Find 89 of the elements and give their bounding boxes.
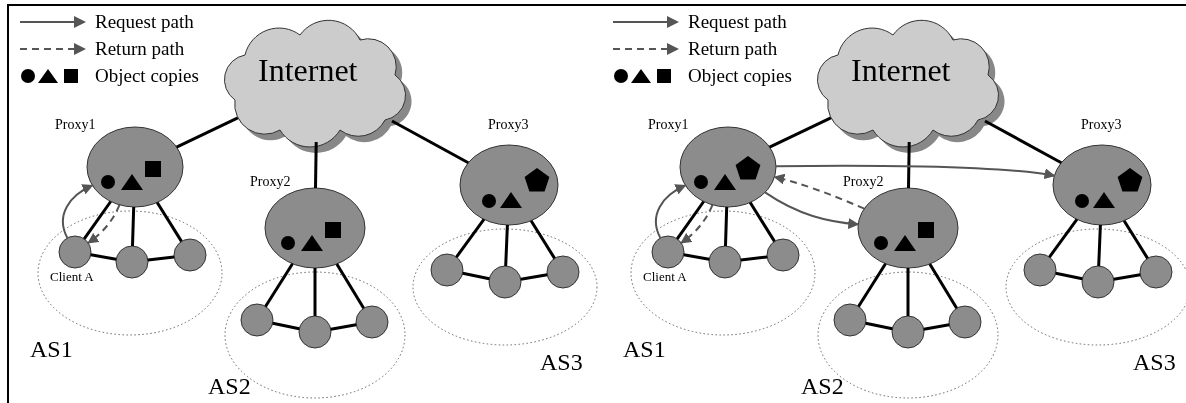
link-line bbox=[683, 253, 710, 261]
dashed-arrow bbox=[87, 203, 121, 244]
region-label: AS2 bbox=[801, 374, 844, 398]
node-label: Proxy1 bbox=[55, 118, 96, 132]
client-node bbox=[356, 306, 388, 338]
client-node bbox=[709, 246, 741, 278]
link-line bbox=[857, 262, 887, 308]
client-node bbox=[1024, 254, 1056, 286]
region-label: AS2 bbox=[208, 374, 251, 398]
link-line bbox=[923, 323, 950, 331]
region-label: AS1 bbox=[623, 337, 666, 361]
link-line bbox=[455, 218, 486, 258]
proxy-server-node bbox=[1053, 118, 1151, 225]
link-line bbox=[740, 255, 768, 262]
client-node bbox=[949, 306, 981, 338]
link-line bbox=[462, 271, 490, 281]
client-node bbox=[892, 316, 924, 348]
node-label: Internet bbox=[258, 54, 358, 86]
proxy-server-node bbox=[250, 175, 365, 268]
client-node bbox=[431, 254, 463, 286]
link-line bbox=[264, 262, 294, 308]
link-line bbox=[865, 321, 893, 331]
legend-text: Return path bbox=[95, 39, 185, 58]
node-label: Proxy2 bbox=[250, 175, 291, 189]
node-label: Internet bbox=[851, 54, 951, 86]
client-node bbox=[299, 316, 331, 348]
link-line bbox=[1048, 218, 1079, 258]
legend-text: Object copies bbox=[688, 66, 792, 85]
link-line bbox=[768, 116, 832, 149]
node-label: Proxy1 bbox=[648, 118, 689, 132]
proxy-server-node bbox=[843, 175, 958, 268]
arrow bbox=[61, 184, 94, 239]
dashed-arrow bbox=[773, 173, 866, 210]
link-line bbox=[1122, 219, 1149, 260]
arrow bbox=[764, 191, 860, 229]
network-region bbox=[208, 272, 405, 401]
client-node bbox=[1082, 266, 1114, 298]
link-line bbox=[724, 206, 729, 247]
link-line bbox=[906, 268, 910, 316]
client-node bbox=[174, 239, 206, 271]
link-line bbox=[314, 141, 318, 189]
region-label: AS3 bbox=[540, 350, 583, 374]
link-line bbox=[155, 201, 183, 243]
legend-text: Request path bbox=[688, 12, 787, 31]
client-node bbox=[116, 246, 148, 278]
link-line bbox=[907, 141, 911, 189]
node-label: Proxy2 bbox=[843, 175, 884, 189]
client-node bbox=[767, 239, 799, 271]
link-line bbox=[335, 263, 365, 310]
client-node bbox=[834, 304, 866, 336]
link-line bbox=[330, 323, 357, 331]
region-label: AS1 bbox=[30, 337, 73, 361]
arrow bbox=[654, 184, 687, 239]
legend-text: Request path bbox=[95, 12, 194, 31]
link-line bbox=[928, 263, 958, 310]
proxy-server-node bbox=[460, 118, 558, 225]
node-label: Client A bbox=[643, 270, 687, 283]
link-line bbox=[391, 119, 470, 164]
link-line bbox=[313, 268, 317, 316]
link-line bbox=[175, 116, 239, 149]
legend-text: Return path bbox=[688, 39, 778, 58]
link-line bbox=[1113, 273, 1141, 281]
link-line bbox=[1097, 224, 1102, 267]
link-line bbox=[131, 206, 136, 247]
client-node bbox=[1140, 256, 1172, 288]
dashed-arrow bbox=[680, 203, 714, 244]
link-line bbox=[748, 201, 776, 243]
node-label: Proxy3 bbox=[1081, 118, 1122, 132]
link-line bbox=[82, 200, 112, 240]
arrow bbox=[775, 164, 1056, 180]
proxy-server-node bbox=[55, 118, 183, 207]
link-line bbox=[675, 200, 705, 240]
network-region bbox=[801, 272, 998, 401]
link-line bbox=[272, 321, 300, 331]
node-label: Proxy3 bbox=[488, 118, 529, 132]
link-line bbox=[1055, 271, 1083, 281]
link-line bbox=[504, 224, 509, 267]
client-node bbox=[547, 256, 579, 288]
proxy-server-node bbox=[648, 118, 776, 207]
legend-text: Object copies bbox=[95, 66, 199, 85]
link-line bbox=[520, 273, 548, 281]
link-line bbox=[147, 255, 175, 262]
client-node bbox=[241, 304, 273, 336]
node-label: Client A bbox=[50, 270, 94, 283]
client-node bbox=[489, 266, 521, 298]
link-line bbox=[529, 219, 556, 260]
link-line bbox=[90, 253, 117, 261]
region-label: AS3 bbox=[1133, 350, 1176, 374]
link-line bbox=[984, 119, 1063, 164]
